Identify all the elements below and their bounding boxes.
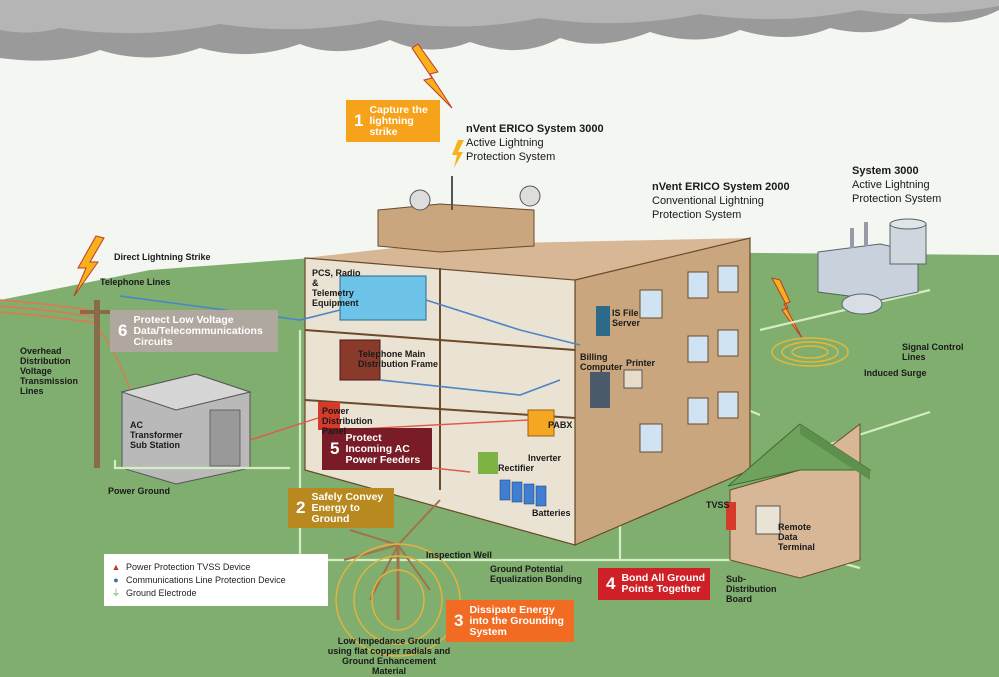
system3000-roof-line1: Active Lightning	[466, 137, 544, 149]
label-pcs-equipment: PCS, Radio & Telemetry Equipment	[312, 268, 361, 308]
legend-text-ground: Ground Electrode	[126, 587, 197, 598]
step-2-number: 2	[296, 498, 306, 517]
legend-text-tvss: Power Protection TVSS Device	[126, 561, 251, 572]
label-tvss: TVSS	[706, 500, 730, 510]
label-rectifier: Rectifier	[498, 463, 535, 473]
step-2-callout: 2 Safely Convey Energy to Ground	[288, 488, 394, 528]
step-1-text: Capture the lightning strike	[369, 103, 428, 138]
label-telephone-main: Telephone Main Distribution Frame	[358, 349, 439, 369]
label-signal-control: Signal Control Lines	[902, 342, 964, 362]
comm-dot-icon: ●	[113, 574, 119, 585]
legend: ▲ Power Protection TVSS Device ● Communi…	[104, 554, 328, 606]
label-batteries: Batteries	[532, 508, 571, 518]
legend-row-ground: ⏚ Ground Electrode	[110, 586, 328, 599]
step-6-callout: 6 Protect Low Voltage Data/Telecommunica…	[110, 310, 278, 352]
system3000-roof-title: nVent ERICO System 3000 Active Lightning…	[466, 122, 604, 164]
lightning-bolt-right	[771, 277, 803, 339]
legend-text-comm: Communications Line Protection Device	[126, 574, 286, 585]
step-5-text: Protect Incoming AC Power Feeders	[345, 431, 421, 466]
system3000-roof-line2: Protection System	[466, 151, 556, 163]
label-telephone-lines: Telephone Lines	[100, 277, 171, 287]
label-billing-computer: Billing Computer	[580, 352, 623, 372]
system2000-title: nVent ERICO System 2000 Conventional Lig…	[652, 180, 790, 222]
step-4-callout: 4 Bond All Ground Points Together	[598, 568, 710, 600]
step-1-number: 1	[354, 111, 364, 130]
tvss-triangle-icon: ▲	[111, 561, 121, 572]
system3000-plant-line1: Active Lightning	[852, 179, 930, 191]
label-gpeb: Ground Potential Equalization Bonding	[490, 564, 582, 584]
step-4-text: Bond All Ground Points Together	[621, 572, 706, 595]
lightning-bolt-left	[73, 235, 105, 297]
label-remote-terminal: Remote Data Terminal	[778, 522, 815, 552]
step-6-number: 6	[118, 321, 128, 340]
system2000-line1: Conventional Lightning	[652, 195, 764, 207]
label-ac-transformer: AC Transformer Sub Station	[130, 420, 183, 450]
legend-row-tvss: ▲ Power Protection TVSS Device	[110, 560, 328, 573]
step-3-callout: 3 Dissipate Energy into the Grounding Sy…	[446, 600, 574, 642]
label-inverter: Inverter	[528, 453, 562, 463]
label-low-impedance-ground: Low Impedance Ground using flat copper r…	[327, 636, 451, 676]
label-power-ground: Power Ground	[108, 486, 171, 496]
step-3-number: 3	[454, 611, 464, 630]
label-direct-strike: Direct Lightning Strike	[114, 252, 211, 262]
step-6-text: Protect Low Voltage Data/Telecommunicati…	[133, 313, 263, 348]
step-5-callout: 5 Protect Incoming AC Power Feeders	[322, 428, 432, 470]
step-1-callout: 1 Capture the lightning strike	[346, 100, 440, 142]
label-sub-distribution: Sub-Distribution Board	[726, 574, 777, 604]
legend-row-comm: ● Communications Line Protection Device	[110, 573, 328, 586]
system2000-line2: Protection System	[652, 209, 742, 221]
system3000-plant-title: System 3000 Active Lightning Protection …	[852, 164, 941, 206]
ground-electrode-icon: ⏚	[111, 588, 121, 598]
step-5-number: 5	[330, 439, 340, 458]
system2000-name: nVent ERICO System 2000	[652, 181, 790, 193]
label-power-panel: Power Distribution Panel	[322, 406, 373, 436]
label-inspection-well: Inspection Well	[426, 550, 492, 560]
system3000-plant-line2: Protection System	[852, 193, 942, 205]
lightning-bolt-roof	[411, 43, 453, 109]
label-induced-surge: Induced Surge	[864, 368, 927, 378]
step-3-text: Dissipate Energy into the Grounding Syst…	[469, 603, 564, 638]
label-is-server: IS File Server	[612, 308, 641, 328]
label-pabx: PABX	[548, 420, 573, 430]
system3000-roof-name: nVent ERICO System 3000	[466, 123, 604, 135]
step-4-number: 4	[606, 574, 616, 593]
label-printer: Printer	[626, 358, 656, 368]
system3000-plant-name: System 3000	[852, 165, 919, 177]
step-2-text: Safely Convey Energy to Ground	[311, 490, 384, 525]
label-overhead-lines: Overhead Distribution Voltage Transmissi…	[20, 346, 79, 396]
induced-surge-rings	[771, 337, 849, 367]
